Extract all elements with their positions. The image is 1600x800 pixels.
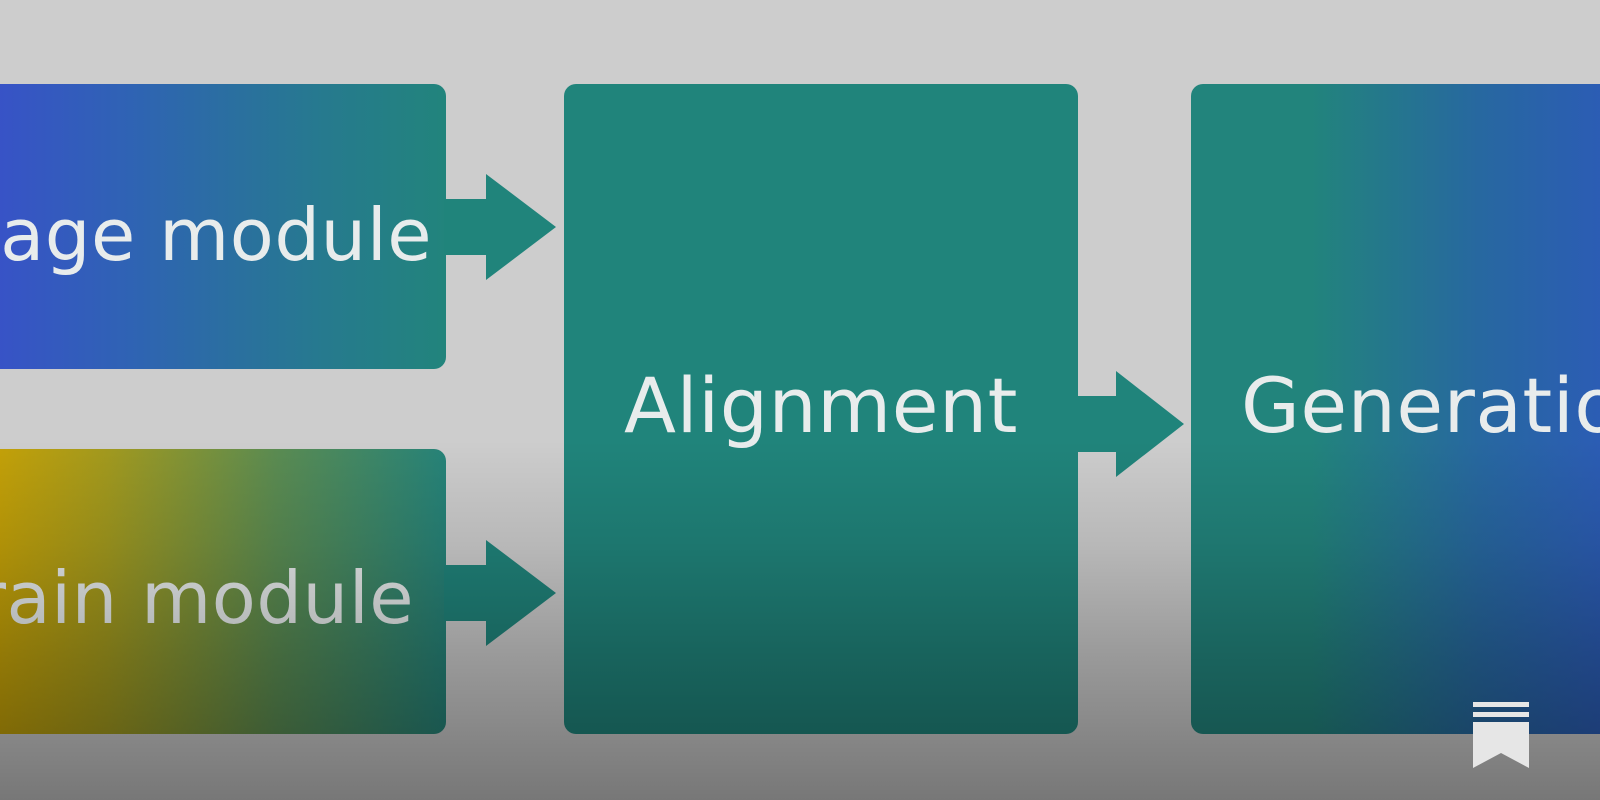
brain-module-box: rain module: [0, 449, 446, 734]
bookmark-icon[interactable]: [1472, 702, 1530, 768]
alignment-box: Alignment: [564, 84, 1078, 734]
brain-module-label: rain module: [0, 555, 414, 640]
alignment-label: Alignment: [624, 360, 1018, 450]
language-module-box: age module: [0, 84, 446, 369]
arrow-alignment-to-generation: [1076, 371, 1184, 477]
language-module-label: age module: [0, 192, 432, 277]
arrow-brain-to-alignment: [444, 540, 556, 646]
generation-box: Generatio: [1191, 84, 1600, 734]
arrow-language-to-alignment: [444, 174, 556, 280]
generation-label: Generatio: [1241, 360, 1600, 450]
